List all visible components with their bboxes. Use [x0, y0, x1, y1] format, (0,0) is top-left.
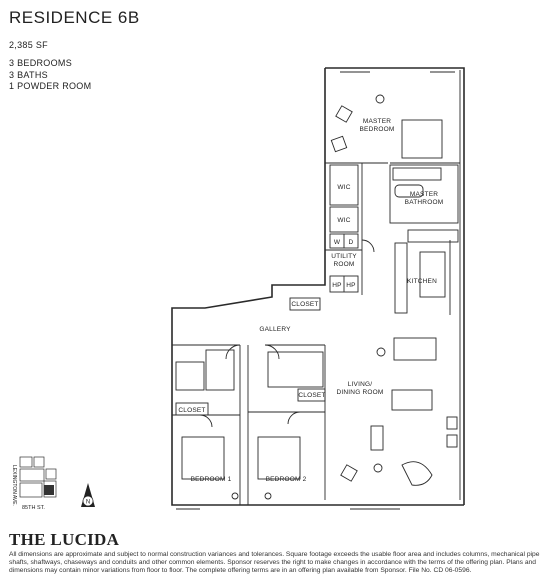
- street-lexington: LEXINGTON AVE.: [11, 465, 17, 506]
- exterior-walls: [171, 67, 465, 506]
- label-closet-left: CLOSET: [178, 407, 205, 414]
- label-closet-right: CLOSET: [298, 392, 325, 399]
- label-kitchen: KITCHEN: [407, 278, 437, 285]
- label-bedroom-1: BEDROOM 1: [191, 476, 232, 483]
- feature-bedrooms: 3 BEDROOMS: [9, 58, 73, 68]
- square-footage: 2,385 SF: [9, 40, 48, 50]
- residence-title: RESIDENCE 6B: [9, 8, 140, 27]
- key-map: LEXINGTON AVE. 85TH ST. N: [11, 456, 95, 511]
- label-hp-2: HP: [346, 282, 355, 289]
- label-master-bathroom-1: MASTER: [410, 191, 438, 198]
- label-master-bathroom-2: BATHROOM: [405, 199, 444, 206]
- unit-features: 3 BEDROOMS 3 BATHS 1 POWDER ROOM: [9, 58, 91, 93]
- label-living-1: LIVING/: [348, 381, 373, 388]
- label-wic-2: WIC: [337, 217, 350, 224]
- label-master-bedroom-2: BEDROOM: [360, 126, 395, 133]
- label-gallery: GALLERY: [259, 326, 291, 333]
- label-utility-2: ROOM: [333, 261, 354, 268]
- label-bedroom-2: BEDROOM 2: [266, 476, 307, 483]
- building-marker: [44, 485, 54, 495]
- north-label: N: [86, 500, 90, 506]
- label-dryer: D: [349, 239, 354, 246]
- label-living-2: DINING ROOM: [337, 389, 384, 396]
- disclaimer-text: All dimensions are approximate and subje…: [9, 551, 540, 574]
- label-hp-1: HP: [332, 282, 341, 289]
- label-utility-1: UTILITY: [331, 253, 357, 260]
- street-85th: 85TH ST.: [22, 505, 45, 511]
- interior-walls: [172, 70, 461, 510]
- label-closet-gallery: CLOSET: [291, 301, 318, 308]
- label-master-bedroom-1: MASTER: [363, 118, 391, 125]
- brand-name: THE LUCIDA: [9, 530, 120, 549]
- label-washer: W: [334, 239, 341, 246]
- feature-baths: 3 BATHS: [9, 69, 48, 80]
- feature-powder-room: 1 POWDER ROOM: [9, 81, 92, 91]
- label-wic-1: WIC: [337, 184, 350, 191]
